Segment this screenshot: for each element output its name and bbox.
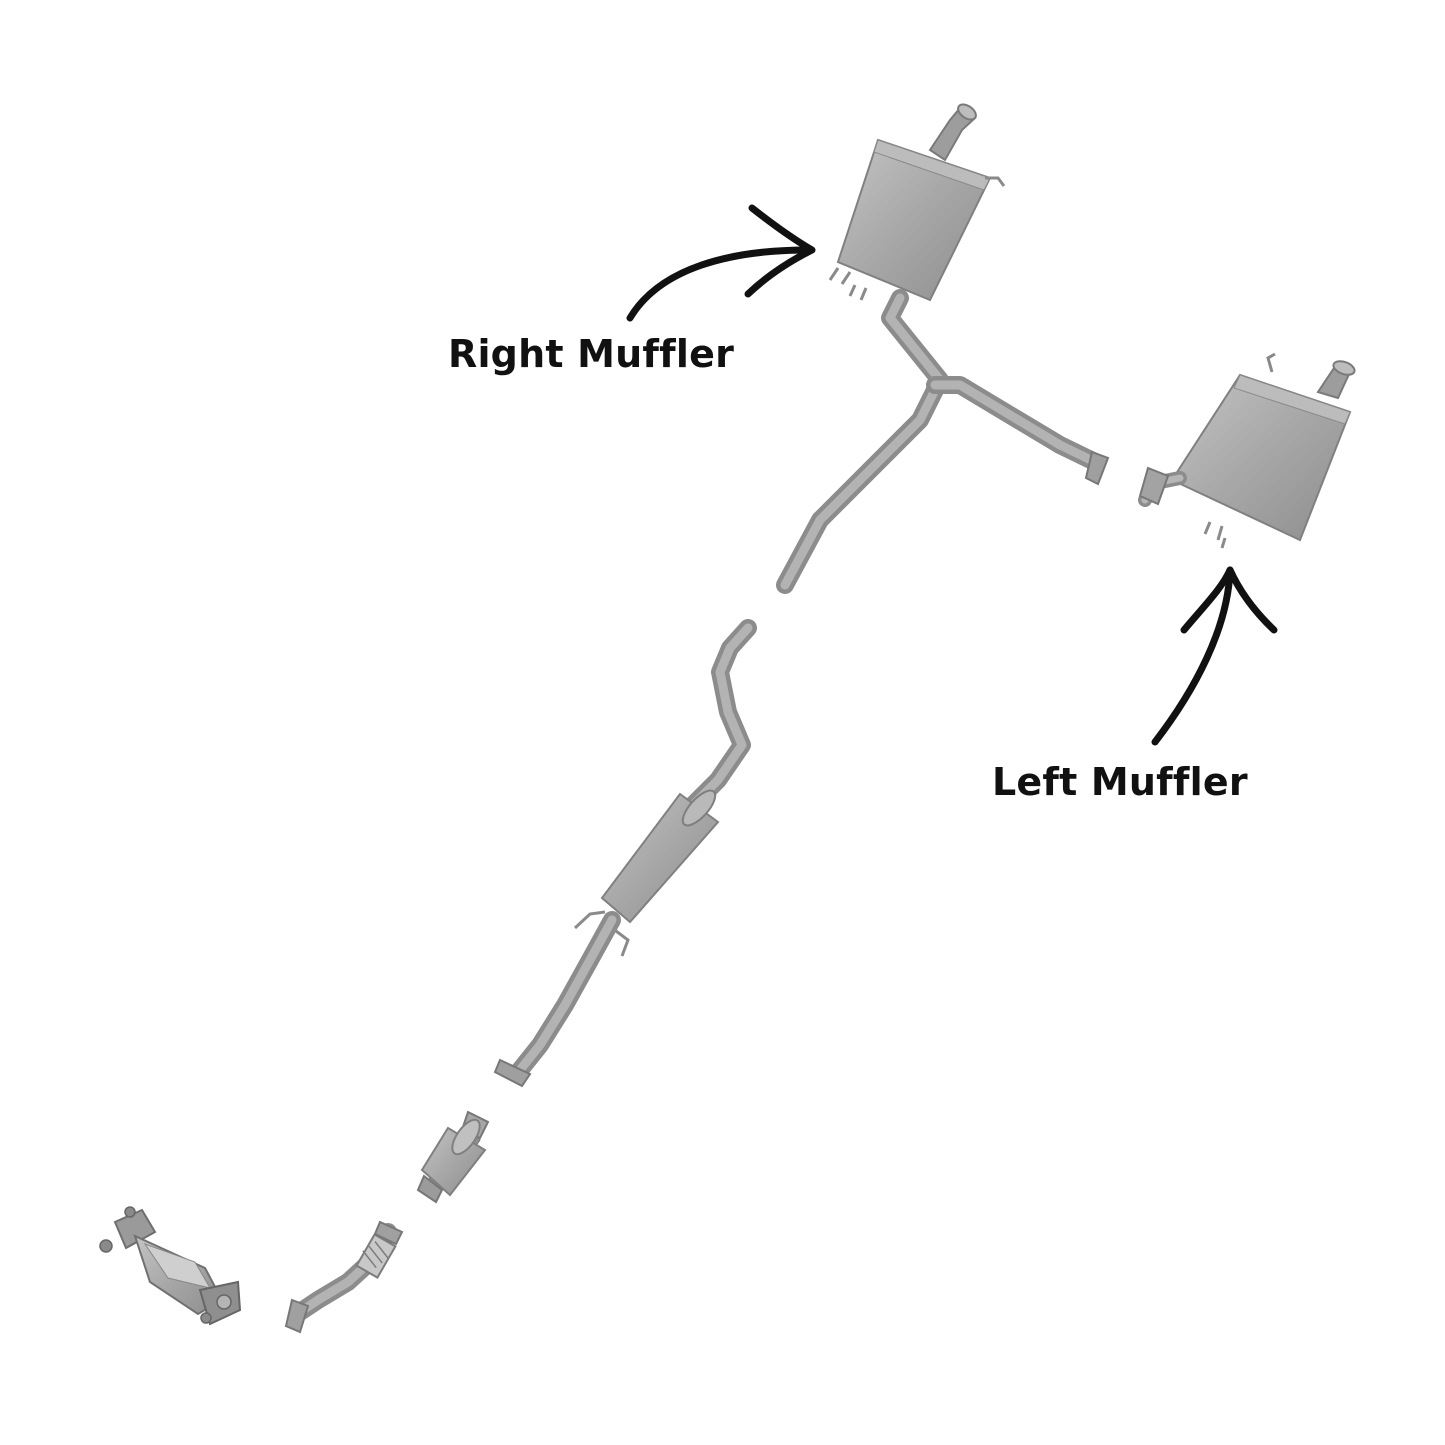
right-muffler-arrow: [626, 204, 816, 322]
y-pipe: [776, 289, 1110, 594]
right-muffler: [828, 103, 1006, 302]
front-catalytic-converter: [99, 1206, 242, 1326]
left-muffler-label: Left Muffler: [992, 760, 1248, 804]
resonator-pipe: [493, 619, 757, 1088]
left-muffler: [1138, 352, 1356, 549]
catalytic-converter: [416, 1110, 490, 1204]
flex-pipe: [284, 1220, 404, 1334]
right-muffler-label: Right Muffler: [448, 332, 735, 376]
left-muffler-arrow: [1151, 566, 1278, 746]
